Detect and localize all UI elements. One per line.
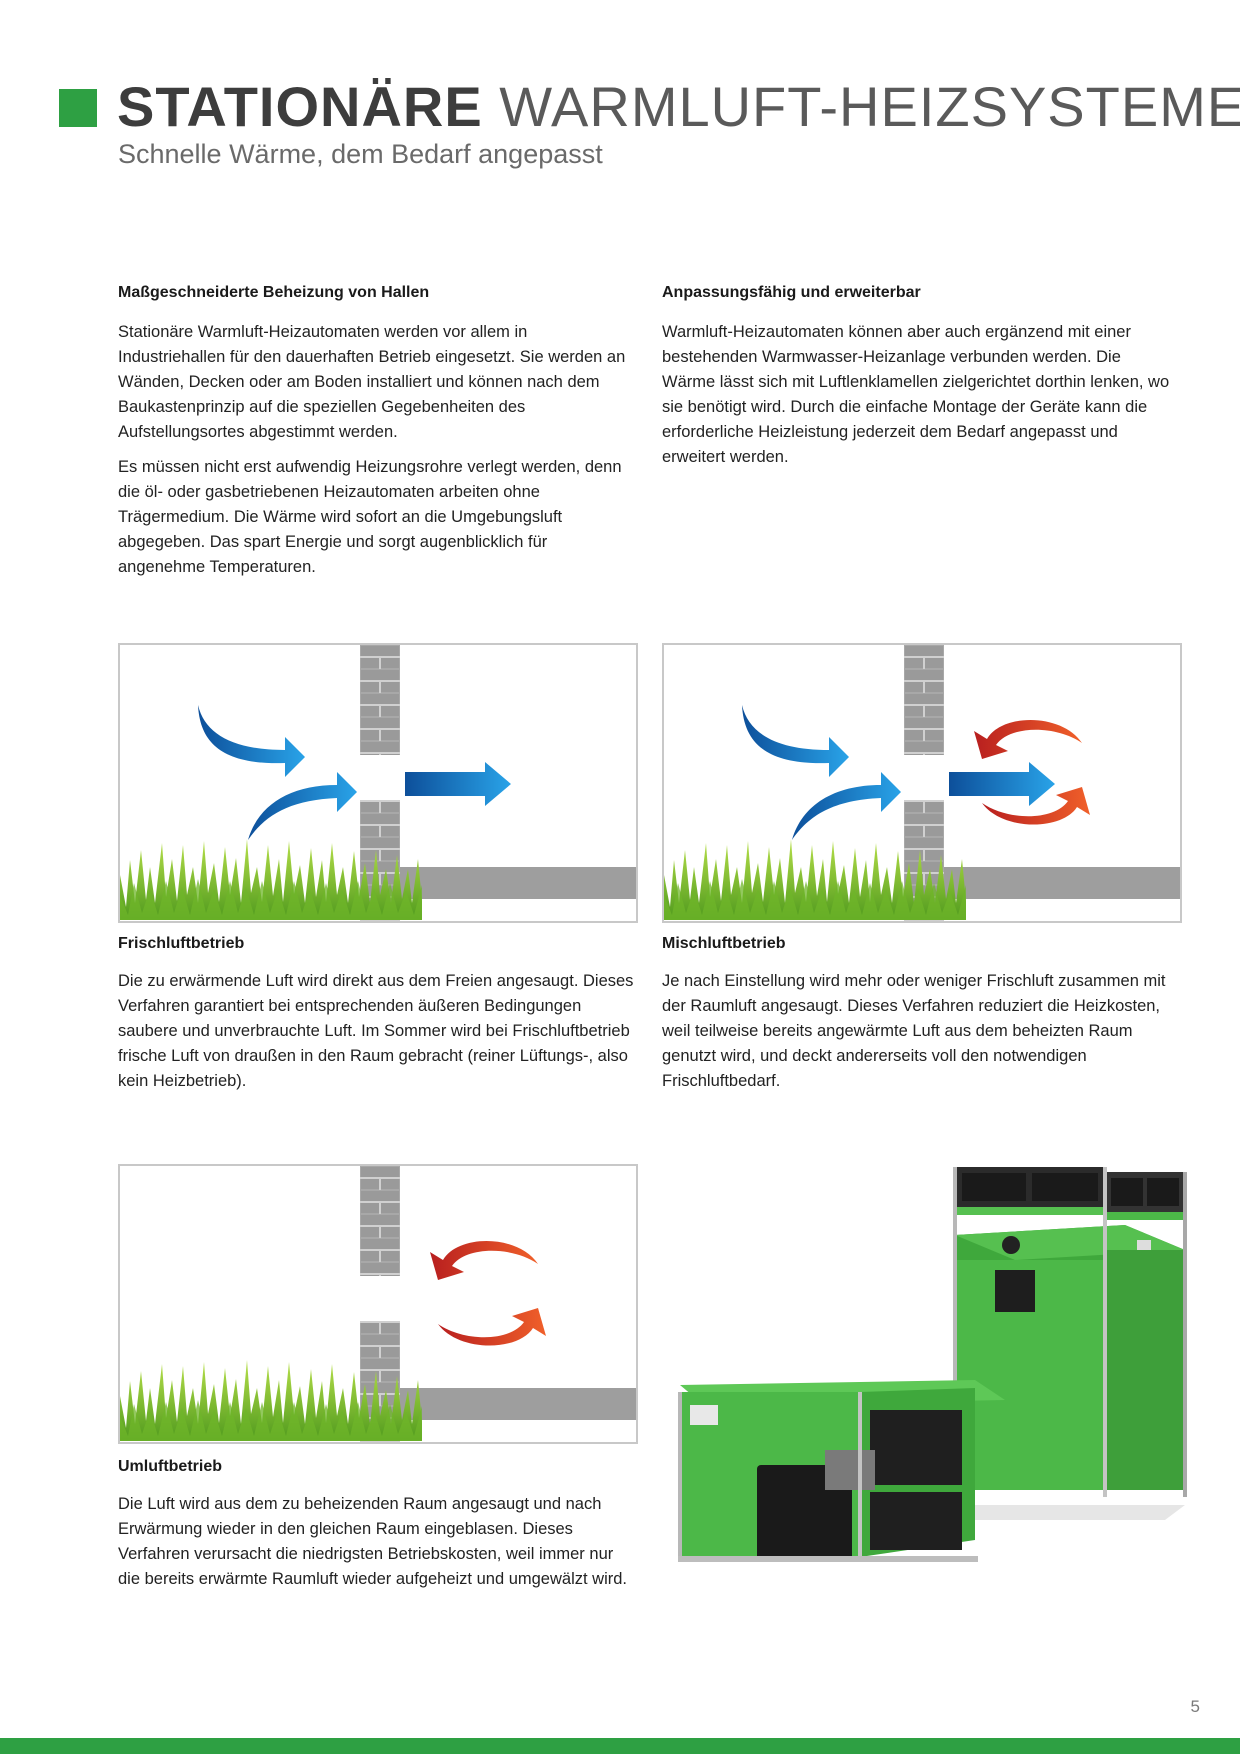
- page-title-bold: STATIONÄRE: [117, 75, 483, 138]
- mode-text-fresh: Die zu erwärmende Luft wird direkt aus d…: [118, 972, 634, 1090]
- floor: [400, 867, 636, 899]
- low-heater-unit: [678, 1380, 1005, 1562]
- inflow-arrow: [949, 762, 1055, 806]
- paragraph: Es müssen nicht erst aufwendig Heizungsr…: [118, 458, 622, 576]
- inflow-arrow: [405, 762, 511, 806]
- wall-upper: [360, 1166, 400, 1276]
- title-accent-square: [59, 89, 97, 127]
- mode-heading-mixed: Mischluftbetrieb: [662, 935, 786, 952]
- page-subtitle: Schnelle Wärme, dem Bedarf angepasst: [118, 139, 603, 169]
- section-body-halls: Stationäre Warmluft-Heizautomaten werden…: [118, 320, 638, 590]
- recirculation-arrows: [430, 1240, 546, 1346]
- wall-upper: [904, 645, 944, 755]
- heater-units-photo: [675, 1160, 1195, 1600]
- section-heading-halls: Maßgeschneiderte Beheizung von Hallen: [118, 284, 430, 301]
- tall-heater-unit: [953, 1167, 1187, 1520]
- paragraph: Stationäre Warmluft-Heizautomaten werden…: [118, 323, 626, 441]
- floor: [400, 1388, 636, 1420]
- floor: [944, 867, 1180, 899]
- fresh-air-arrows: [742, 705, 901, 840]
- diagram-recirculation: [118, 1164, 638, 1444]
- diagram-mixed-air: [662, 643, 1182, 923]
- fresh-air-arrows: [198, 705, 357, 840]
- wall-upper: [360, 645, 400, 755]
- diagram-fresh-air: [118, 643, 638, 923]
- mode-heading-recirculation: Umluftbetrieb: [118, 1458, 222, 1475]
- mode-text-recirculation: Die Luft wird aus dem zu beheizenden Rau…: [118, 1495, 627, 1588]
- page-title: STATIONÄRE WARMLUFT-HEIZSYSTEME: [117, 74, 1240, 140]
- paragraph: Warmluft-Heizautomaten können aber auch …: [662, 323, 1170, 466]
- mode-text-mixed: Je nach Einstellung wird mehr oder wenig…: [662, 972, 1166, 1090]
- mode-heading-fresh: Frischluftbetrieb: [118, 935, 245, 952]
- section-heading-adaptable: Anpassungsfähig und erweiterbar: [662, 284, 921, 301]
- section-body-adaptable: Warmluft-Heizautomaten können aber auch …: [662, 320, 1174, 480]
- page-number: 5: [1190, 1697, 1200, 1716]
- page-title-light: WARMLUFT-HEIZSYSTEME: [499, 75, 1240, 138]
- footer-accent-bar: [0, 1738, 1240, 1754]
